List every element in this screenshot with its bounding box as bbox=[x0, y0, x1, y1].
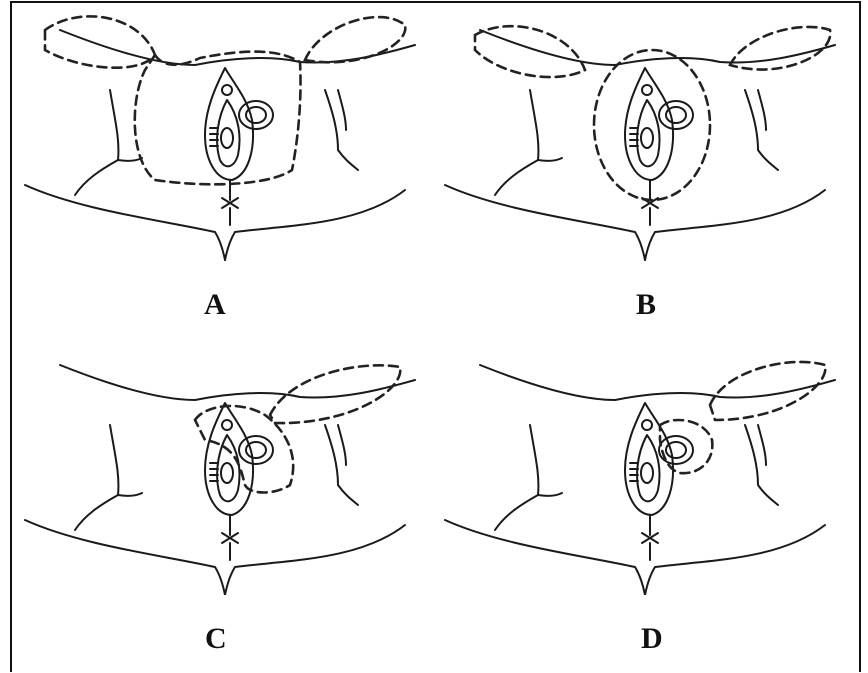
left-thigh-line bbox=[75, 425, 118, 530]
mons-line bbox=[60, 365, 415, 400]
panel-d-drawing bbox=[440, 345, 860, 595]
left-groin-excision bbox=[45, 16, 155, 67]
clitoris bbox=[222, 420, 232, 430]
mons-line bbox=[480, 365, 835, 400]
panel-a bbox=[20, 10, 440, 280]
labia-minora bbox=[637, 100, 659, 166]
left-thigh-tick bbox=[118, 158, 142, 161]
right-buttock bbox=[225, 525, 405, 595]
right-groin-excision bbox=[710, 362, 825, 420]
left-buttock bbox=[445, 520, 645, 595]
panel-d-label: D bbox=[641, 622, 663, 656]
vaginal-opening bbox=[641, 463, 653, 483]
lesion-inner bbox=[666, 442, 686, 458]
vaginal-opening bbox=[221, 463, 233, 483]
panel-d bbox=[440, 345, 860, 595]
left-buttock bbox=[445, 185, 645, 260]
central-vulvar-excision bbox=[594, 50, 710, 200]
lesion bbox=[239, 436, 273, 464]
right-buttock bbox=[645, 190, 825, 260]
left-thigh-line bbox=[495, 425, 538, 530]
left-thigh-tick bbox=[118, 493, 142, 496]
right-thigh-inner bbox=[758, 425, 766, 465]
clitoris bbox=[642, 85, 652, 95]
right-groin-excision bbox=[305, 17, 405, 62]
panel-c bbox=[20, 345, 440, 595]
panel-b-drawing bbox=[440, 10, 860, 280]
vulva-outline bbox=[25, 365, 415, 595]
panel-b bbox=[440, 10, 860, 280]
lesion-inner bbox=[246, 107, 266, 123]
vulva-outline bbox=[445, 26, 835, 260]
right-thigh-inner bbox=[338, 425, 346, 465]
vulva-outline bbox=[25, 16, 415, 260]
labia-minora bbox=[217, 100, 239, 166]
lesion bbox=[659, 101, 693, 129]
panel-a-drawing bbox=[20, 10, 440, 280]
mons-line bbox=[480, 30, 835, 65]
mons-line bbox=[60, 30, 415, 65]
lesion-inner bbox=[666, 107, 686, 123]
lesion bbox=[659, 436, 693, 464]
right-thigh-inner bbox=[758, 90, 766, 130]
clitoris bbox=[642, 420, 652, 430]
right-thigh-inner bbox=[338, 90, 346, 130]
panel-c-drawing bbox=[20, 345, 440, 595]
panel-b-label: B bbox=[636, 288, 656, 322]
vaginal-opening bbox=[221, 128, 233, 148]
left-thigh-line bbox=[75, 90, 118, 195]
vulva-outline bbox=[445, 362, 835, 595]
panel-a-label: A bbox=[204, 288, 226, 322]
panel-c-label: C bbox=[205, 622, 227, 656]
labia-minora bbox=[217, 435, 239, 501]
left-thigh-tick bbox=[538, 493, 562, 496]
left-buttock bbox=[25, 185, 225, 260]
left-buttock bbox=[25, 520, 225, 595]
clitoris bbox=[222, 85, 232, 95]
vaginal-opening bbox=[641, 128, 653, 148]
right-buttock bbox=[645, 525, 825, 595]
lesion-inner bbox=[246, 442, 266, 458]
right-buttock bbox=[225, 190, 405, 260]
left-thigh-line bbox=[495, 90, 538, 195]
right-local-excision bbox=[195, 406, 293, 493]
lesion bbox=[239, 101, 273, 129]
labia-minora bbox=[637, 435, 659, 501]
wide-vulvar-excision bbox=[135, 52, 301, 185]
left-thigh-tick bbox=[538, 158, 562, 161]
